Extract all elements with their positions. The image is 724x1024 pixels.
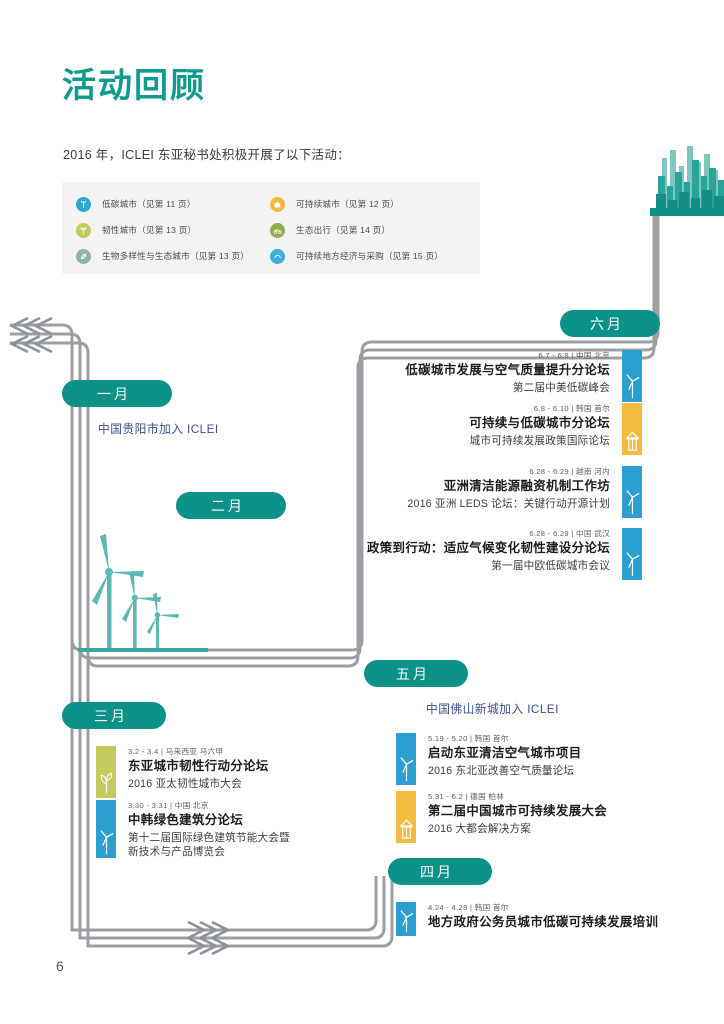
event-title: 低碳城市发展与空气质量提升分论坛	[405, 363, 610, 377]
low-carbon-city-icon	[76, 196, 91, 212]
legend-item-resilient-city: 韧性城市（见第 13 页）	[76, 218, 249, 242]
legend-label: 生态出行（见第 14 页）	[296, 225, 391, 235]
legend-column-left: 低碳城市（见第 11 页） 韧性城市（见第 13 页） 生物多样性与生态城市（见…	[76, 192, 249, 270]
event-may-2: 5.31 - 6.2 | 德国 柏林 第二届中国城市可持续发展大会 2016 大…	[396, 791, 696, 843]
road-arrow-left	[9, 316, 53, 354]
event-march-1: 3.2 - 3.4 | 马来西亚 马六甲 东亚城市韧性行动分论坛 2016 亚太…	[96, 746, 396, 798]
event-june-4: 6.28 - 6.29 | 中国 武汉 政策到行动：适应气候变化韧性建设分论坛 …	[318, 528, 642, 580]
event-title: 东亚城市韧性行动分论坛	[128, 759, 269, 773]
month-tab-march[interactable]: 三月	[62, 702, 166, 729]
event-subtitle: 2016 亚太韧性城市大会	[128, 777, 242, 790]
event-icon-sustainable-city	[396, 791, 416, 843]
legend-column-right: 可持续城市（见第 12 页） 生态出行（见第 14 页） 可持续地方经济与采购（…	[270, 192, 443, 270]
page-number: 6	[56, 958, 64, 974]
event-title: 地方政府公务员城市低碳可持续发展培训	[428, 915, 659, 929]
legend-box: 低碳城市（见第 11 页） 韧性城市（见第 13 页） 生物多样性与生态城市（见…	[62, 182, 480, 274]
event-icon-low-carbon-city	[396, 733, 416, 785]
event-subtitle: 第一届中欧低碳城市会议	[491, 559, 610, 572]
event-icon-resilient-city	[96, 746, 116, 798]
page-title: 活动回顾	[62, 67, 206, 105]
legend-label: 生物多样性与生态城市（见第 13 页）	[102, 251, 250, 261]
event-meta: 4.24 - 4.28 | 韩国 首尔	[428, 903, 509, 912]
event-subtitle: 第二届中美低碳峰会	[512, 381, 610, 394]
event-title: 第二届中国城市可持续发展大会	[428, 804, 608, 818]
event-subtitle: 2016 大都会解决方案	[428, 822, 532, 835]
legend-label: 低碳城市（见第 11 页）	[102, 199, 196, 209]
month-tab-may[interactable]: 五月	[364, 660, 468, 687]
event-march-2: 3.30 - 3.31 | 中国 北京 中韩绿色建筑分论坛 第十二届国际绿色建筑…	[96, 800, 396, 859]
legend-item-sustainable-city: 可持续城市（见第 12 页）	[270, 192, 443, 216]
biodiversity-eco-city-icon	[76, 248, 91, 264]
legend-item-sustainable-economy: 可持续地方经济与采购（见第 15 页）	[270, 244, 443, 268]
event-icon-low-carbon-city	[622, 466, 642, 518]
event-title: 启动东亚清洁空气城市项目	[428, 746, 582, 760]
legend-label: 可持续城市（见第 12 页）	[296, 199, 400, 209]
sustainable-economy-icon	[270, 248, 285, 264]
event-meta: 3.2 - 3.4 | 马来西亚 马六甲	[128, 747, 224, 756]
event-title: 亚洲清洁能源融资机制工作坊	[443, 479, 610, 493]
member-note-guiyang: 中国贵阳市加入 ICLEI	[98, 422, 219, 436]
event-title: 中韩绿色建筑分论坛	[128, 813, 244, 827]
resilient-city-icon	[76, 222, 91, 238]
event-meta: 6.7 - 6.8 | 中国 北京	[538, 351, 610, 360]
legend-label: 可持续地方经济与采购（见第 15 页）	[296, 251, 444, 261]
event-may-1: 5.19 - 5.20 | 韩国 首尔 启动东亚清洁空气城市项目 2016 东北…	[396, 733, 696, 785]
eco-mobility-icon	[270, 222, 285, 238]
event-icon-low-carbon-city	[622, 350, 642, 402]
event-title: 政策到行动：适应气候变化韧性建设分论坛	[366, 541, 610, 555]
event-subtitle: 城市可持续发展政策国际论坛	[469, 434, 610, 447]
event-june-1: 6.7 - 6.8 | 中国 北京 低碳城市发展与空气质量提升分论坛 第二届中美…	[330, 350, 642, 402]
legend-item-low-carbon-city: 低碳城市（见第 11 页）	[76, 192, 249, 216]
sustainable-city-icon	[270, 196, 285, 212]
month-tab-june[interactable]: 六月	[560, 310, 660, 337]
event-april-1: 4.24 - 4.28 | 韩国 首尔 地方政府公务员城市低碳可持续发展培训	[396, 902, 696, 936]
legend-label: 韧性城市（见第 13 页）	[102, 225, 197, 235]
event-meta: 5.19 - 5.20 | 韩国 首尔	[428, 734, 509, 743]
event-subtitle: 2016 亚洲 LEDS 论坛：关键行动开源计划	[407, 497, 610, 510]
road-arrow-right	[187, 920, 231, 956]
event-meta: 6.8 - 6.10 | 韩国 首尔	[533, 404, 610, 413]
event-meta: 5.31 - 6.2 | 德国 柏林	[428, 792, 505, 801]
event-icon-low-carbon-city	[622, 528, 642, 580]
event-subtitle: 第十二届国际绿色建筑节能大会暨 新技术与产品博览会	[128, 831, 290, 858]
event-title: 可持续与低碳城市分论坛	[469, 416, 610, 430]
event-icon-sustainable-city	[622, 403, 642, 455]
event-meta: 3.30 - 3.31 | 中国 北京	[128, 801, 209, 810]
event-icon-low-carbon-city	[96, 800, 116, 858]
legend-item-biodiversity-eco-city: 生物多样性与生态城市（见第 13 页）	[76, 244, 249, 268]
event-meta: 6.28 - 6.29 | 越南 河内	[529, 467, 610, 476]
month-tab-january[interactable]: 一月	[62, 380, 172, 407]
event-subtitle: 2016 东北亚改善空气质量论坛	[428, 764, 575, 777]
event-june-2: 6.8 - 6.10 | 韩国 首尔 可持续与低碳城市分论坛 城市可持续发展政策…	[330, 403, 642, 455]
legend-item-eco-mobility: 生态出行（见第 14 页）	[270, 218, 443, 242]
intro-text: 2016 年，ICLEI 东亚秘书处积极开展了以下活动：	[63, 148, 350, 162]
event-meta: 6.28 - 6.29 | 中国 武汉	[529, 529, 610, 538]
month-tab-april[interactable]: 四月	[388, 858, 492, 885]
event-june-3: 6.28 - 6.29 | 越南 河内 亚洲清洁能源融资机制工作坊 2016 亚…	[330, 466, 642, 518]
event-icon-low-carbon-city	[396, 902, 416, 936]
member-note-foshan: 中国佛山新城加入 ICLEI	[426, 702, 559, 716]
month-tab-february[interactable]: 二月	[176, 492, 286, 519]
